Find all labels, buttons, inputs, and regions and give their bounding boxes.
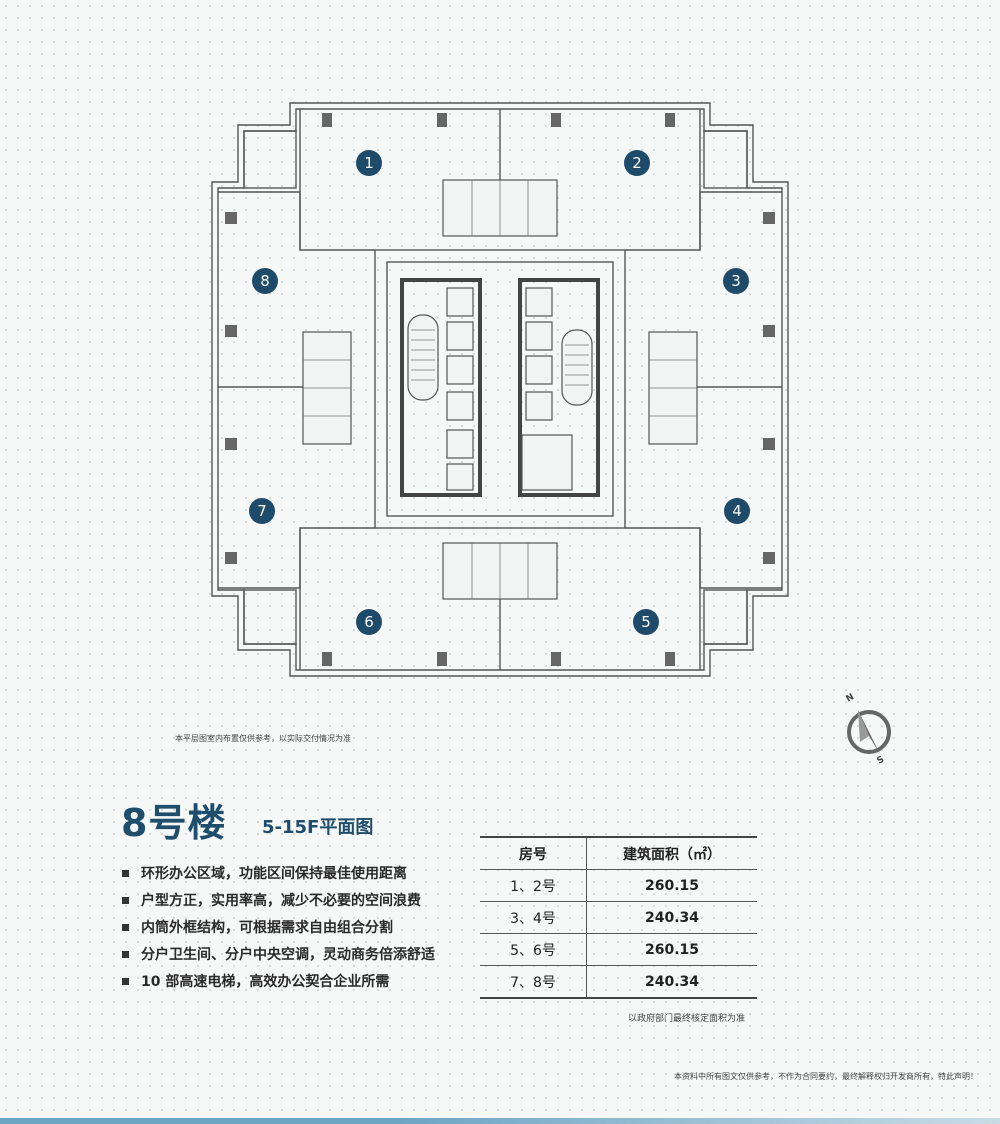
feature-item: 10 部高速电梯，高效办公契合企业所需 xyxy=(121,972,435,999)
building-title: 8号楼 xyxy=(121,801,227,845)
unit-badge-7: 7 xyxy=(249,498,275,524)
feature-list: 环形办公区域，功能区间保持最佳使用距离 户型方正，实用率高，减少不必要的空间浪费… xyxy=(121,864,435,999)
unit-badge-8: 8 xyxy=(252,268,278,294)
cell-area: 240.34 xyxy=(586,901,757,934)
table-row: 7、8号 240.34 xyxy=(480,965,757,999)
stair-left xyxy=(407,314,439,401)
header-unit: 房号 xyxy=(480,836,587,870)
elevator xyxy=(525,391,553,421)
table-header-row: 房号 建筑面积（㎡） xyxy=(480,836,757,870)
area-note: 以政府部门最终核定面积为准 xyxy=(628,1014,746,1024)
legal-disclaimer: 本资料中所有图文仅供参考，不作为合同要约，最终解释权归开发商所有，特此声明！ xyxy=(674,1072,978,1081)
unit-badge-6: 6 xyxy=(356,609,382,635)
elevator xyxy=(525,355,553,385)
core-right xyxy=(518,278,600,497)
elevator xyxy=(446,355,474,385)
table-row: 3、4号 240.34 xyxy=(480,901,757,934)
corner-room-tl xyxy=(243,130,297,189)
wall-unit-2 xyxy=(625,109,701,251)
core-left xyxy=(400,278,482,497)
unit-number: 1 xyxy=(364,154,374,172)
elevator xyxy=(446,391,474,421)
unit-number: 8 xyxy=(260,272,270,290)
building-outline xyxy=(211,102,789,677)
wall-unit-8 xyxy=(218,191,301,250)
floor-plan: 1 2 3 4 5 6 7 8 xyxy=(211,102,789,677)
elevator xyxy=(446,321,474,351)
header-area: 建筑面积（㎡） xyxy=(586,836,757,870)
corner-room-bl xyxy=(243,589,297,645)
feature-item: 分户卫生间、分户中央空调，灵动商务倍添舒适 xyxy=(121,945,435,972)
cell-unit: 1、2号 xyxy=(480,869,587,902)
area-table: 房号 建筑面积（㎡） 1、2号 260.15 3、4号 240.34 5、6号 … xyxy=(480,836,757,999)
wall-unit-7 xyxy=(218,528,301,589)
feature-item: 内筒外框结构，可根据需求自由组合分割 xyxy=(121,918,435,945)
compass-south: S xyxy=(876,755,887,767)
compass-icon: N S xyxy=(845,692,891,767)
unit-number: 6 xyxy=(364,613,374,631)
wall-unit-1 xyxy=(299,109,375,251)
corridor-inner xyxy=(386,261,614,517)
wall-unit-5 xyxy=(625,527,701,670)
unit-badge-5: 5 xyxy=(633,609,659,635)
unit-number: 3 xyxy=(731,272,741,290)
cell-unit: 7、8号 xyxy=(480,965,587,999)
corridor-ring xyxy=(374,249,626,529)
cell-unit: 5、6号 xyxy=(480,933,587,966)
unit-number: 4 xyxy=(732,502,742,520)
cell-unit: 3、4号 xyxy=(480,901,587,934)
wall-unit-6 xyxy=(299,527,375,670)
unit-number: 7 xyxy=(257,502,267,520)
floor-range-title: 5-15F平面图 xyxy=(262,817,374,838)
feature-item: 环形办公区域，功能区间保持最佳使用距离 xyxy=(121,864,435,891)
unit-badge-4: 4 xyxy=(724,498,750,524)
elevator xyxy=(446,287,474,317)
plan-disclaimer: 本平层图室内布置仅供参考，以实际交付情况为准 xyxy=(175,734,351,743)
bottom-accent-bar xyxy=(0,1118,1000,1124)
unit-badge-2: 2 xyxy=(624,150,650,176)
elevator xyxy=(446,429,474,459)
corner-room-br xyxy=(703,589,748,645)
wall-unit-3 xyxy=(699,191,782,250)
cell-area: 260.15 xyxy=(586,869,757,902)
cell-area: 240.34 xyxy=(586,965,757,999)
table-row: 1、2号 260.15 xyxy=(480,869,757,902)
stair-right xyxy=(561,329,593,406)
unit-number: 2 xyxy=(632,154,642,172)
unit-badge-3: 3 xyxy=(723,268,749,294)
wall-unit-4 xyxy=(699,528,782,589)
unit-number: 5 xyxy=(641,613,651,631)
unit-badge-1: 1 xyxy=(356,150,382,176)
compass-north: N xyxy=(845,692,857,704)
elevator xyxy=(525,287,553,317)
elevator xyxy=(446,463,474,491)
corner-room-tr xyxy=(703,130,748,189)
feature-item: 户型方正，实用率高，减少不必要的空间浪费 xyxy=(121,891,435,918)
cell-area: 260.15 xyxy=(586,933,757,966)
service-room xyxy=(521,434,573,491)
table-row: 5、6号 260.15 xyxy=(480,933,757,966)
structural-columns xyxy=(225,113,775,666)
elevator xyxy=(525,321,553,351)
